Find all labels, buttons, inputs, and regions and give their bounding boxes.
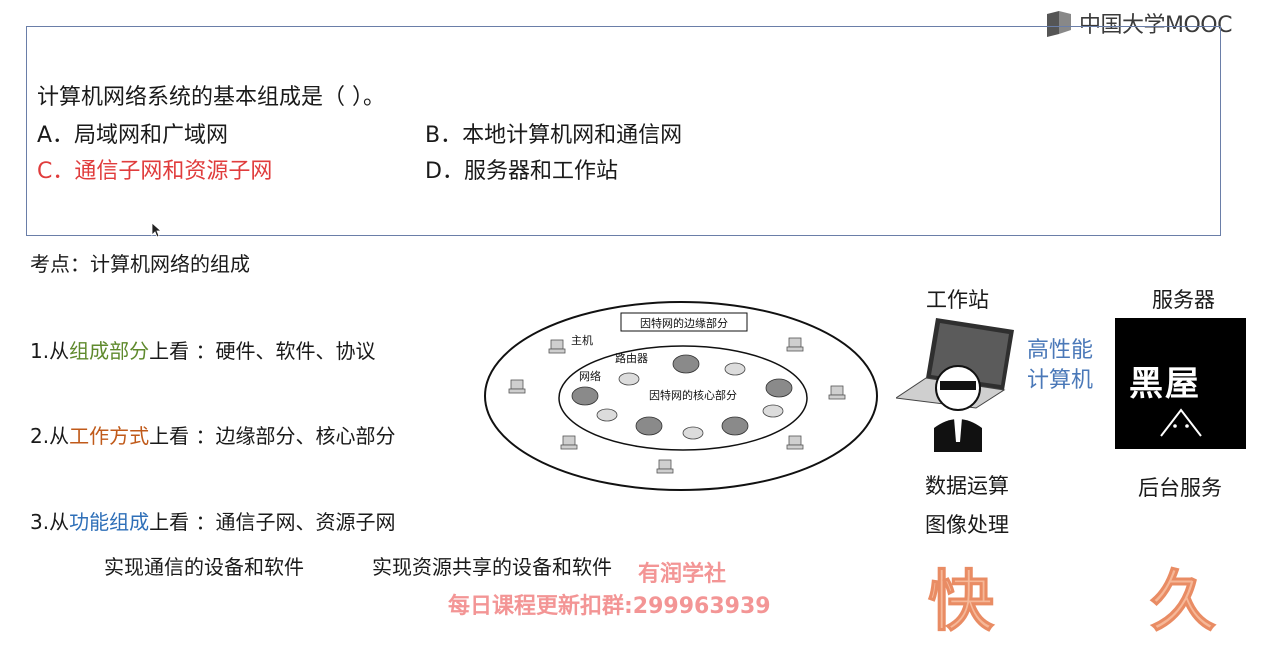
long-char: 久	[1150, 563, 1217, 641]
router-label: 路由器	[615, 351, 648, 365]
view-working-mode: 2.从工作方式上看 ：边缘部分、核心部分	[30, 424, 396, 448]
server-image: 黑屋	[1115, 318, 1246, 449]
keyword-working-mode: 工作方式	[69, 424, 150, 448]
ws-function-1: 数据运算	[925, 474, 1009, 498]
view-composition: 1.从组成部分上看 ：硬件、软件、协议	[30, 339, 376, 363]
question-stem: 计算机网络系统的基本组成是（ ）。	[37, 85, 385, 110]
network-label: 网络	[579, 369, 601, 383]
router-icon	[596, 362, 784, 440]
workstation-user-icon	[896, 318, 1014, 452]
watermark-line2: 每日课程更新扣群:299963939	[448, 594, 771, 619]
core-label: 因特网的核心部分	[649, 388, 737, 402]
note-comm-subnet: 实现通信的设备和软件	[104, 555, 304, 579]
ws-function-2: 图像处理	[925, 513, 1009, 537]
exam-point: 考点：计算机网络的组成	[30, 252, 250, 276]
host-label: 主机	[571, 333, 593, 347]
keyword-function: 功能组成	[69, 510, 150, 534]
option-d: D．服务器和工作站	[425, 159, 618, 184]
mooc-logo-icon	[1045, 10, 1077, 37]
mouse-cursor-icon	[151, 222, 163, 238]
internet-diagram: 因特网的边缘部分 因特网的核心部分 主机 路由器 网络	[484, 301, 878, 491]
mooc-logo: 中国大学MOOC	[1045, 8, 1255, 38]
watermark-line1: 有润学社	[638, 562, 727, 587]
workstation-label: 工作站	[926, 288, 989, 312]
option-a: A．局域网和广域网	[37, 123, 229, 148]
host-icon	[508, 337, 846, 474]
server-label: 服务器	[1152, 288, 1215, 312]
high-performance-label: 高性能 计算机	[1027, 338, 1094, 393]
question-box: 计算机网络系统的基本组成是（ ）。 A．局域网和广域网 B．本地计算机网和通信网…	[26, 26, 1221, 236]
edge-label: 因特网的边缘部分	[640, 316, 728, 330]
fast-char: 快	[928, 563, 995, 641]
note-resource-subnet: 实现资源共享的设备和软件	[372, 555, 612, 579]
logo-text: 中国大学MOOC	[1079, 13, 1232, 38]
view-function: 3.从功能组成上看 ：通信子网、资源子网	[30, 510, 396, 534]
server-function: 后台服务	[1138, 476, 1222, 500]
cloud-network-icon	[571, 354, 793, 436]
server-image-text: 黑屋	[1129, 364, 1201, 404]
house-face-icon	[1160, 408, 1202, 437]
option-c-correct: C．通信子网和资源子网	[37, 159, 273, 184]
option-b: B．本地计算机网和通信网	[425, 123, 683, 148]
keyword-composition: 组成部分	[69, 339, 150, 363]
